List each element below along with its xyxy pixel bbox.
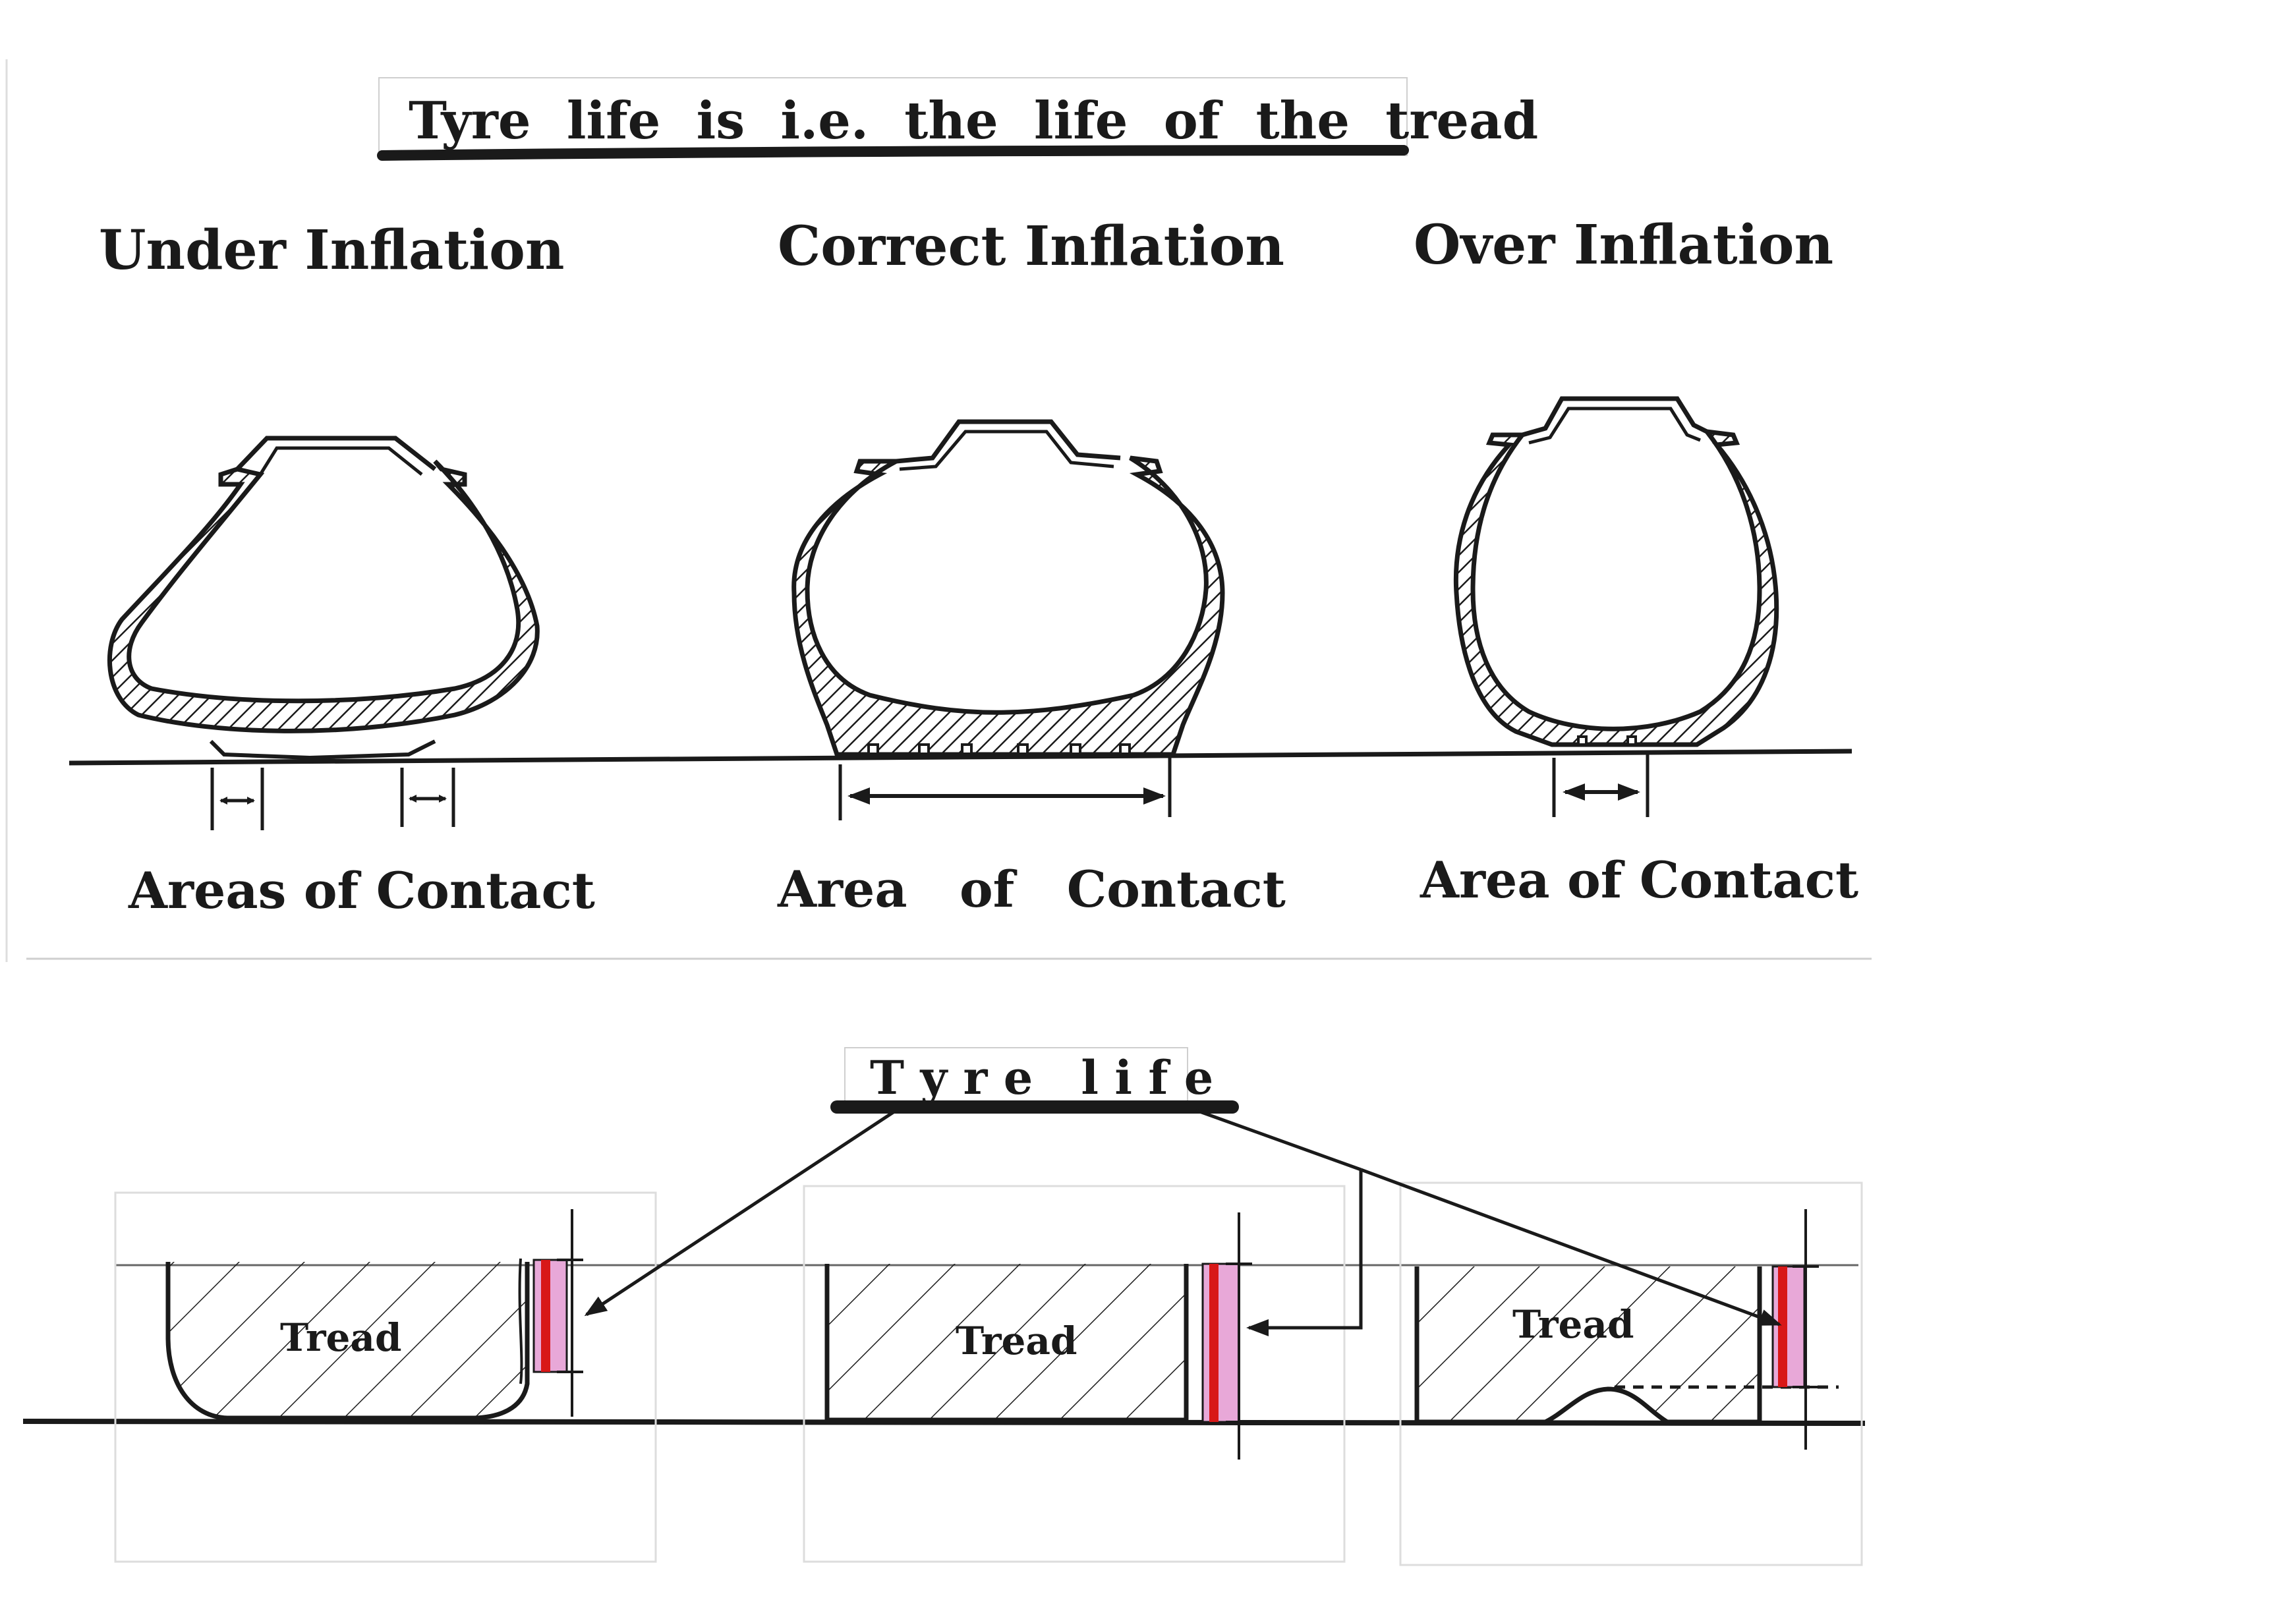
tread-label-correct: Tread [956,1319,1077,1363]
tyre-crown-inner [258,446,423,476]
tyre-wall [791,455,1225,757]
tyre-life-label: T y r e l i f e [830,1047,1239,1114]
caption-correct-inflation: Area of Contact [777,860,1286,919]
road-surface-upper [69,749,1852,766]
caption-over-inflation: Area of Contact [1420,851,1858,909]
tyre-crown [235,436,437,471]
wear-band [1771,1265,1806,1388]
main-title-text: Tyre life is i.e. the life of the tread [409,91,1538,151]
heading-correct-inflation: Correct Inflation [778,215,1284,278]
tyre-crown-inner [1528,407,1701,445]
tread-section-correct: Tread [824,1212,1252,1460]
tyre-under-inflation [107,436,540,760]
tyre-wall [1453,428,1779,747]
title-underline [377,145,1409,161]
tread-block [824,1264,1189,1423]
tyre-correct-inflation [791,419,1225,757]
tread-block [165,1262,530,1421]
tyre-over-inflation [1453,396,1779,747]
caption-under-inflation: Areas of Contact [128,861,595,920]
heading-under-inflation: Under Inflation [99,219,564,282]
main-title: Tyre life is i.e. the life of the tread [377,77,1538,161]
tread-label-over: Tread [1512,1302,1634,1347]
tyre-crown-inner [899,430,1114,471]
tread-block [1414,1266,1762,1425]
tread-section-over: Tread [1414,1209,1839,1450]
tyre-life-text: T y r e l i f e [870,1050,1213,1105]
heading-over-inflation: Over Inflation [1414,213,1833,277]
tyre-life-leaders [584,1108,1782,1336]
tread-label-under: Tread [280,1315,402,1360]
tyre-wall [107,459,540,733]
contact-dims-correct [838,758,1172,820]
contact-dims-over [1552,754,1650,817]
tyre-crown [1522,396,1708,438]
contact-dims-under [210,768,455,830]
tyre-crown [896,419,1121,464]
lower-panel-frames [114,1181,1863,1566]
wear-band [1201,1263,1240,1423]
tread-section-under: Tread [165,1209,583,1421]
